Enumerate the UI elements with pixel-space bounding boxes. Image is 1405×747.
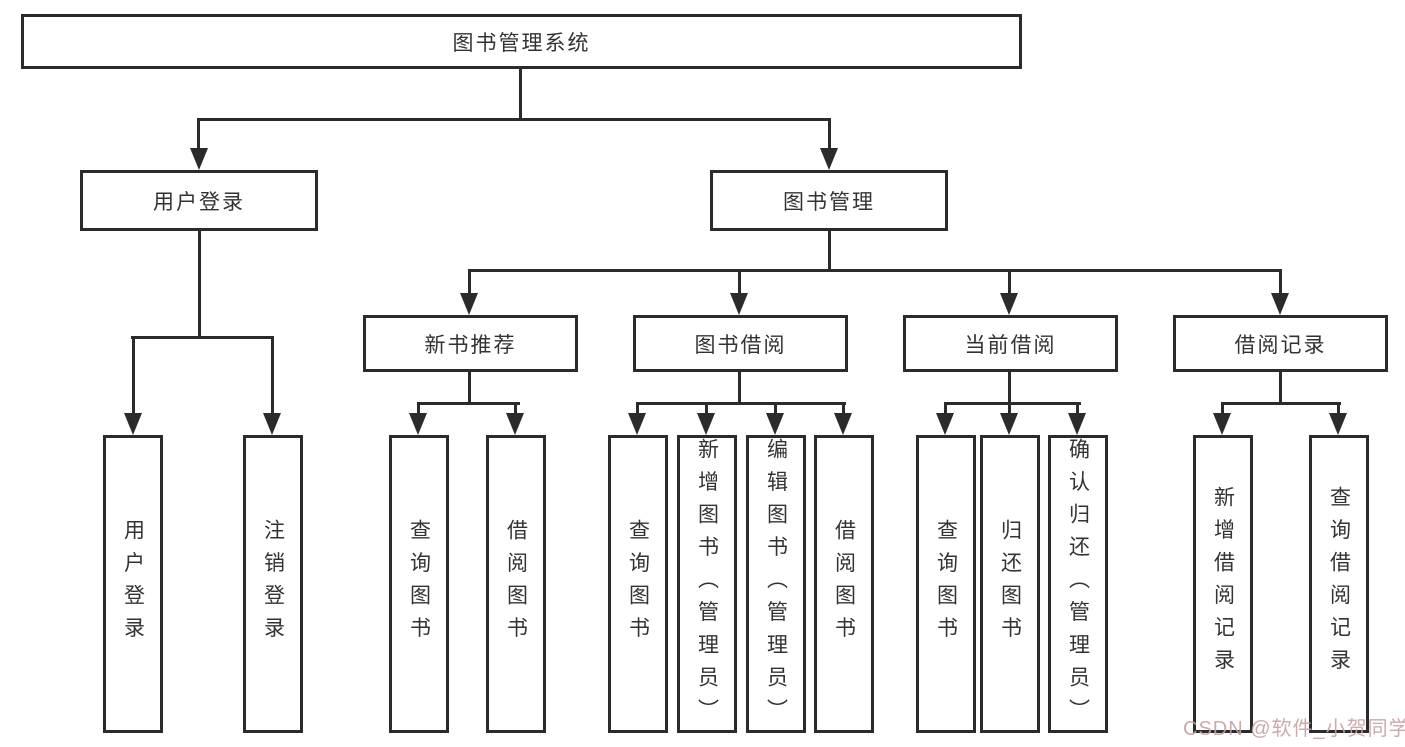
leaf-label: 查询借阅记录: [1327, 486, 1351, 682]
arrow-bb-2: [697, 413, 715, 435]
connector-bb-bar: [636, 402, 846, 405]
node-current-borrowing: 当前借阅: [903, 315, 1118, 372]
node-library-system-root: 图书管理系统: [21, 14, 1022, 69]
connector-drop-new-book: [468, 269, 471, 295]
connector-cb-trunk: [1008, 372, 1011, 405]
arrow-br-2: [1329, 413, 1347, 435]
connector-mgmt-trunk: [828, 231, 831, 272]
connector-br-bar: [1221, 402, 1341, 405]
arrow-nbr-1: [409, 413, 427, 435]
arrow-bb-4: [834, 413, 852, 435]
leaf-label: 查询图书: [626, 518, 650, 650]
leaf-label: 归还图书: [998, 518, 1022, 650]
leaf-nbr-query-books: 查询图书: [389, 435, 449, 733]
leaf-label: 新增图书（管理员）: [695, 438, 719, 731]
leaf-br-query-borrow-record: 查询借阅记录: [1309, 435, 1369, 733]
connector-br-drop-1: [1221, 402, 1224, 415]
arrow-down-user-login: [190, 148, 208, 170]
connector-nbr-trunk: [468, 372, 471, 405]
node-borrowing-records: 借阅记录: [1173, 315, 1388, 372]
leaf-cb-return-books: 归还图书: [980, 435, 1040, 733]
leaf-nbr-borrow-books: 借阅图书: [486, 435, 546, 733]
connector-bb-trunk: [738, 372, 741, 405]
arrow-nbr-2: [506, 413, 524, 435]
arrow-cb-2: [1000, 413, 1018, 435]
connector-nbr-bar: [417, 402, 520, 405]
node-label: 图书管理: [783, 190, 875, 214]
leaf-br-add-borrow-record: 新增借阅记录: [1193, 435, 1253, 733]
connector-drop-user-login: [197, 118, 200, 150]
arrow-bb-3: [766, 413, 784, 435]
node-label: 当前借阅: [964, 333, 1057, 357]
node-book-management: 图书管理: [710, 170, 948, 231]
connector-level3-bar: [468, 269, 1282, 272]
arrow-down-book-borrow: [730, 293, 748, 315]
leaf-label: 查询图书: [407, 518, 431, 650]
arrow-down-current-borrow: [1000, 293, 1018, 315]
connector-bb-drop-4: [842, 402, 845, 415]
connector-drop-book-management: [828, 118, 831, 150]
connector-drop-leaf-logout: [271, 336, 274, 415]
arrow-down-leaf-login: [124, 413, 142, 435]
connector-cb-bar: [944, 402, 1081, 405]
connector-nbr-drop-2: [514, 402, 517, 415]
arrow-down-leaf-logout: [263, 413, 281, 435]
leaf-label: 查询图书: [934, 518, 958, 650]
arrow-br-1: [1213, 413, 1231, 435]
connector-drop-current-borrow: [1008, 269, 1011, 295]
arrow-cb-3: [1068, 413, 1086, 435]
connector-bb-drop-2: [705, 402, 708, 415]
connector-login-trunk: [198, 231, 201, 337]
connector-cb-drop-3: [1076, 402, 1079, 415]
leaf-label: 注销登录: [261, 518, 285, 650]
leaf-bb-borrow-books: 借阅图书: [814, 435, 874, 733]
node-label: 用户登录: [153, 190, 245, 214]
leaf-cb-query-books: 查询图书: [916, 435, 976, 733]
leaf-label: 借阅图书: [504, 518, 528, 650]
node-label: 新书推荐: [424, 333, 517, 357]
leaf-user-login: 用户登录: [103, 435, 163, 733]
connector-level2-bar: [197, 118, 831, 121]
connector-br-drop-2: [1337, 402, 1340, 415]
connector-cb-drop-2: [1008, 402, 1011, 415]
arrow-bb-1: [628, 413, 646, 435]
connector-bb-drop-1: [636, 402, 639, 415]
leaf-label: 新增借阅记录: [1211, 486, 1235, 682]
leaf-label: 确认归还（管理员）: [1066, 438, 1090, 731]
node-book-borrowing: 图书借阅: [633, 315, 848, 372]
leaf-bb-query-books: 查询图书: [608, 435, 668, 733]
node-label: 图书借阅: [694, 333, 787, 357]
leaf-label: 编辑图书（管理员）: [764, 438, 788, 731]
arrow-cb-1: [936, 413, 954, 435]
leaf-cb-confirm-return-admin: 确认归还（管理员）: [1048, 435, 1108, 733]
leaf-bb-add-books-admin: 新增图书（管理员）: [677, 435, 737, 733]
node-label: 借阅记录: [1234, 333, 1327, 357]
connector-drop-leaf-login: [132, 336, 135, 415]
node-user-login: 用户登录: [80, 170, 318, 231]
connector-cb-drop-1: [944, 402, 947, 415]
arrow-down-new-book: [460, 293, 478, 315]
node-label: 图书管理系统: [452, 31, 591, 55]
arrow-down-borrow-records: [1271, 293, 1289, 315]
leaf-bb-edit-books-admin: 编辑图书（管理员）: [746, 435, 806, 733]
connector-nbr-drop-1: [417, 402, 420, 415]
csdn-watermark: CSDN @软件_小贺同学: [1183, 718, 1405, 740]
connector-root-trunk: [519, 69, 522, 119]
connector-drop-borrow-records: [1279, 269, 1282, 295]
connector-br-trunk: [1279, 372, 1282, 405]
leaf-label: 借阅图书: [832, 518, 856, 650]
connector-login-bar: [131, 336, 274, 339]
connector-drop-book-borrow: [738, 269, 741, 295]
connector-bb-drop-3: [774, 402, 777, 415]
arrow-down-book-management: [820, 148, 838, 170]
leaf-logout: 注销登录: [243, 435, 303, 733]
leaf-label: 用户登录: [121, 518, 145, 650]
node-new-book-recommendation: 新书推荐: [363, 315, 578, 372]
